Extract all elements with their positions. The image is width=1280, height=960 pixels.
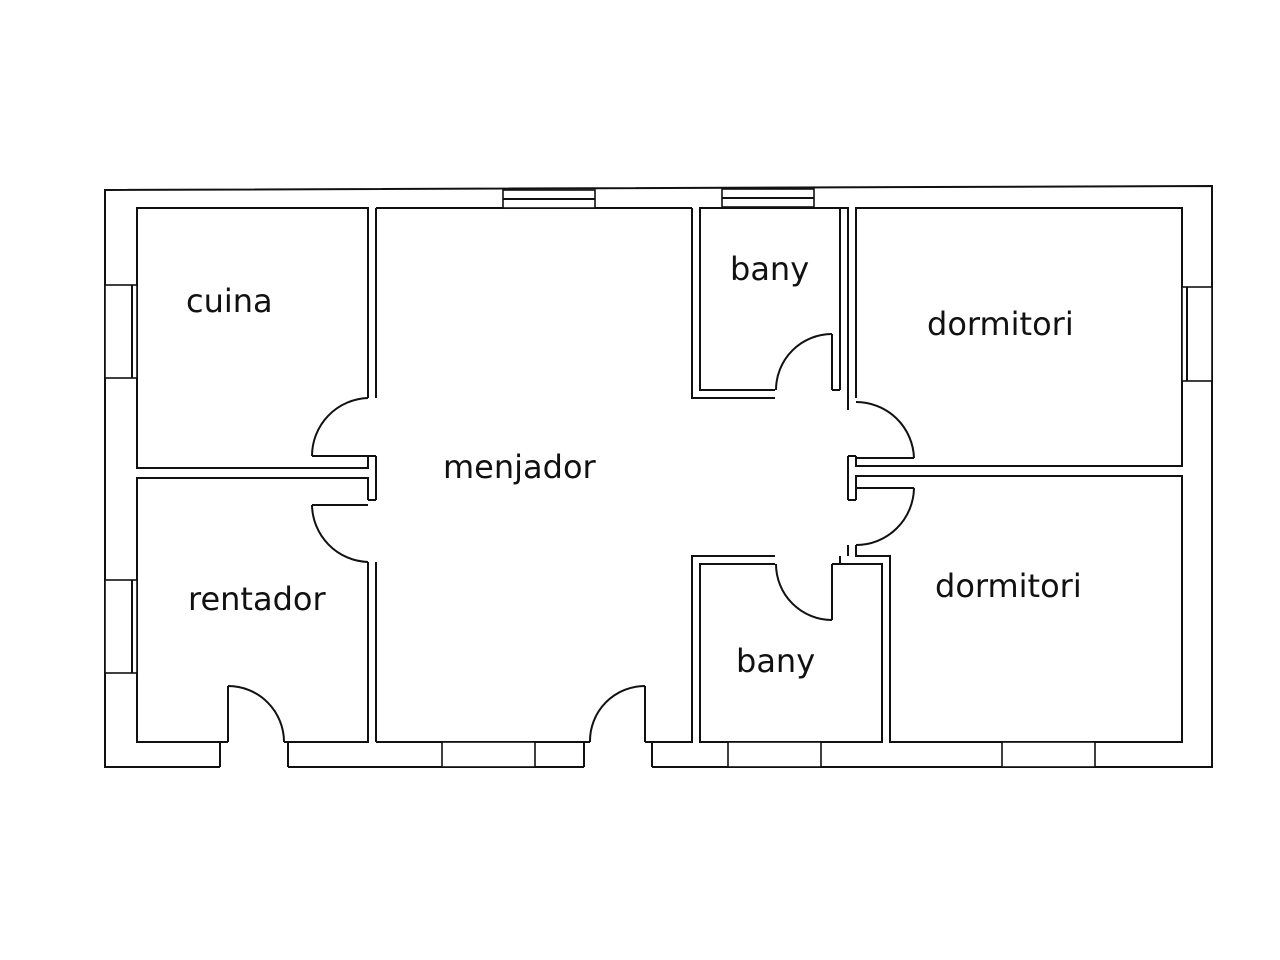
room-cuina bbox=[136, 207, 377, 469]
label-dormitori-top: dormitori bbox=[927, 305, 1074, 343]
window-bottom-bany bbox=[727, 741, 822, 768]
doors bbox=[227, 333, 915, 743]
label-rentador: rentador bbox=[188, 580, 326, 618]
label-menjador: menjador bbox=[443, 448, 597, 486]
room-dormitori-bottom bbox=[855, 475, 1183, 743]
window-bottom-menjador bbox=[441, 741, 536, 768]
label-bany-bottom: bany bbox=[736, 642, 815, 680]
windows bbox=[104, 188, 1213, 768]
room-labels: cuina rentador menjador bany bany dormit… bbox=[186, 250, 1082, 680]
label-bany-top: bany bbox=[730, 250, 809, 288]
label-dormitori-bottom: dormitori bbox=[935, 567, 1082, 605]
room-bany-top bbox=[699, 207, 849, 398]
corridor-stubs bbox=[847, 398, 856, 501]
window-bottom-dormitori bbox=[1001, 741, 1096, 768]
label-cuina: cuina bbox=[186, 282, 273, 320]
room-rentador bbox=[136, 477, 377, 743]
